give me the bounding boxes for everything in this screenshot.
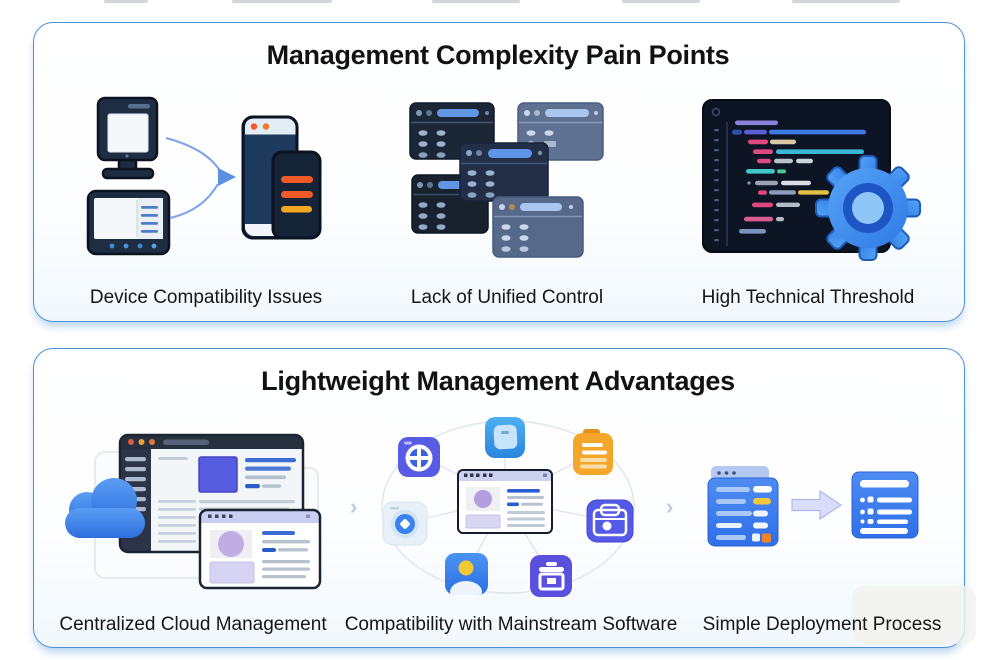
right-arrow-icon (791, 489, 843, 521)
pot-app-icon (530, 555, 572, 597)
donut-app-icon (382, 501, 428, 546)
desktop-monitor-icon (96, 96, 159, 180)
window-dot (128, 439, 134, 445)
top-edge-artifact (432, 0, 520, 3)
advantage-item-label: Centralized Cloud Management (59, 614, 327, 635)
flow-separator-chevron: › (350, 494, 358, 519)
window-card-slate-2 (492, 196, 584, 258)
lack-of-unified-control-illustration (409, 102, 604, 258)
simple-deployment-illustration (707, 466, 919, 547)
detail-window (200, 510, 320, 588)
top-edge-artifact (792, 0, 900, 3)
advantage-item-label: Simple Deployment Process (702, 614, 942, 635)
advantage-item-label: Compatibility with Mainstream Software (344, 614, 678, 635)
window-dot (149, 439, 155, 445)
flow-separator-chevron: › (666, 494, 674, 519)
gear-icon (815, 155, 921, 261)
device-compatibility-illustration (86, 96, 322, 256)
clipboard-app-icon (573, 429, 613, 475)
pain-points-title: Management Complexity Pain Points (266, 40, 730, 70)
chat-app-icon (485, 417, 525, 458)
briefcase-app-icon (586, 499, 634, 543)
address-pill (163, 439, 209, 445)
window-card-dark-center (459, 142, 549, 202)
line-number-gutter (714, 129, 719, 242)
code-lines (732, 120, 866, 234)
pain-item-label: Device Compatibility Issues (89, 287, 323, 308)
cloud-icon (65, 478, 145, 538)
central-software-window (458, 470, 552, 533)
config-form-icon (707, 466, 779, 547)
tablet-terminal-icon (86, 189, 171, 256)
wheel-app-icon (398, 437, 440, 477)
pain-item-label: High Technical Threshold (701, 287, 915, 308)
contacts-app-icon (445, 553, 488, 595)
curved-arrow-icon (165, 137, 236, 219)
pain-item-label: Lack of Unified Control (410, 287, 604, 308)
watermark-remnant (852, 586, 976, 644)
centralized-cloud-illustration (65, 433, 322, 590)
software-network-illustration (381, 417, 635, 597)
deployed-document-icon (851, 471, 919, 539)
top-edge-artifact (104, 0, 148, 3)
advantages-title: Lightweight Management Advantages (261, 366, 735, 396)
high-technical-threshold-illustration (702, 99, 921, 261)
top-edge-artifact (232, 0, 332, 3)
smartphone-icon (241, 115, 322, 240)
top-edge-artifact (622, 0, 700, 3)
window-dot (138, 439, 145, 445)
